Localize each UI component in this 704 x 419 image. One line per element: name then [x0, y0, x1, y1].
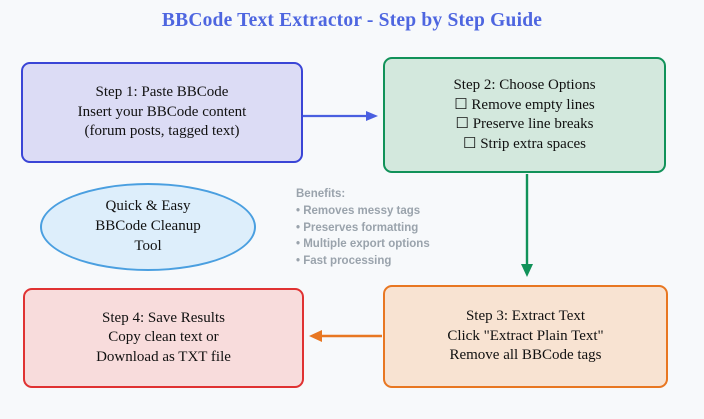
node-ellipse-line-1: Quick & Easy	[105, 198, 191, 215]
benefits-heading: Benefits:	[296, 188, 346, 200]
page-title: BBCode Text Extractor - Step by Step Gui…	[161, 10, 543, 31]
node-step1-line-1: Step 1: Paste BBCode	[95, 84, 229, 101]
node-step2-option-strip-extra-spaces[interactable]: ☐ Strip extra spaces	[463, 135, 586, 152]
node-ellipse-line-3: Tool	[134, 237, 162, 254]
node-tool-summary-ellipse[interactable]: Quick & Easy BBCode Cleanup Tool	[40, 183, 256, 271]
benefits-item-3: • Multiple export options	[296, 238, 430, 251]
node-step3-line-2: Click "Extract Plain Text"	[447, 327, 604, 344]
node-ellipse-line-2: BBCode Cleanup	[95, 218, 201, 235]
node-step3-line-1: Step 3: Extract Text	[465, 308, 586, 325]
benefits-list: Benefits: • Removes messy tags • Preserv…	[296, 186, 446, 270]
arrow-step3-to-step4	[309, 330, 382, 342]
benefits-item-1: • Removes messy tags	[296, 204, 421, 217]
node-step4-line-2: Copy clean text or	[108, 329, 219, 346]
node-step4-line-1: Step 4: Save Results	[102, 309, 225, 326]
node-step4-line-3: Download as TXT file	[96, 348, 231, 365]
node-step3-line-3: Remove all BBCode tags	[449, 347, 602, 364]
benefits-item-4: • Fast processing	[296, 255, 392, 268]
node-step3[interactable]: Step 3: Extract Text Click "Extract Plai…	[383, 285, 668, 388]
node-step2-option-preserve-line-breaks[interactable]: ☐ Preserve line breaks	[455, 116, 594, 132]
benefits-item-2: • Preserves formatting	[296, 221, 419, 234]
node-step1-line-3: (forum posts, tagged text)	[84, 123, 240, 140]
node-step2-option-remove-empty-lines[interactable]: ☐ Remove empty lines	[454, 96, 595, 113]
node-step1[interactable]: Step 1: Paste BBCode Insert your BBCode …	[21, 62, 303, 163]
arrow-step1-to-step2	[303, 111, 378, 121]
node-step2[interactable]: Step 2: Choose Options ☐ Remove empty li…	[383, 57, 666, 173]
node-step2-line-1: Step 2: Choose Options	[453, 77, 596, 93]
arrow-step2-to-step3	[521, 174, 533, 277]
node-step4[interactable]: Step 4: Save Results Copy clean text or …	[23, 288, 304, 388]
node-step1-line-2: Insert your BBCode content	[77, 103, 247, 120]
